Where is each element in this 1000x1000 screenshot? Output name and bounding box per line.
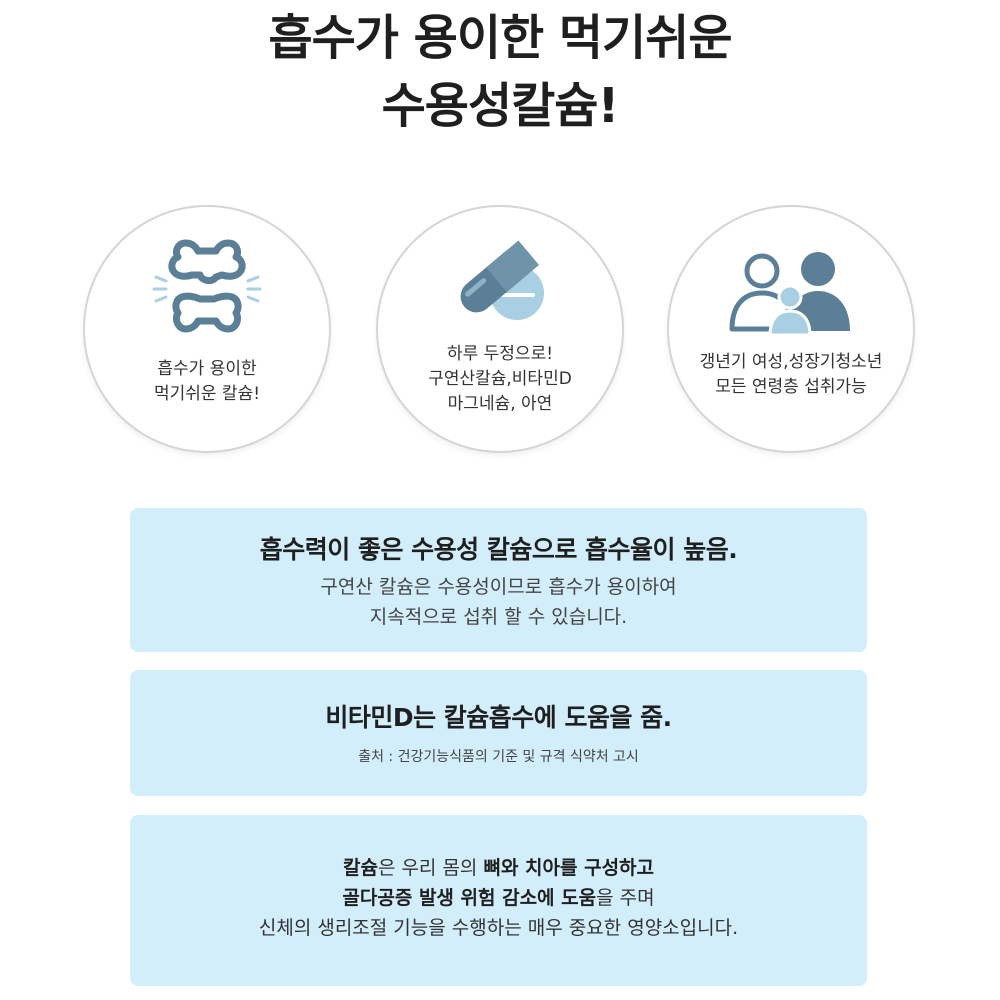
headline-line-2: 수용성칼슘! [381, 78, 620, 134]
info-box-source: 출처 : 건강기능식품의 기준 및 규격 식약처 고시 [358, 749, 639, 765]
caption-line: 마그네슘, 아연 [447, 394, 553, 414]
feature-caption-all-ages: 갱년기 여성,성장기청소년 모든 연령층 섭취가능 [669, 350, 913, 400]
info-box-line-2: 골다공증 발생 위험 감소에 도움을 주며 [130, 883, 867, 913]
caption-line: 흡수가 용이한 [157, 359, 257, 379]
feature-circle-absorption: 흡수가 용이한 먹기쉬운 칼슘! [83, 205, 331, 453]
caption-line: 먹기쉬운 칼슘! [153, 384, 261, 404]
info-box-line-1: 칼슘은 우리 몸의 뼈와 치아를 구성하고 [130, 853, 867, 883]
info-box-vitamin-d: 비타민D는 칼슘흡수에 도움을 줌. 출처 : 건강기능식품의 기준 및 규격 … [130, 670, 867, 796]
info-box-text: 지속적으로 섭취 할 수 있습니다. [369, 606, 628, 628]
feature-circle-dosage: 하루 두정으로! 구연산칼슘,비타민D 마그네슘, 아연 [376, 205, 624, 453]
bold-text: 뼈와 치아를 구성하고 [483, 857, 655, 879]
feature-circle-all-ages: 갱년기 여성,성장기청소년 모든 연령층 섭취가능 [667, 205, 915, 453]
caption-line: 하루 두정으로! [446, 344, 554, 364]
headline: 흡수가 용이한 먹기쉬운 수용성칼슘! [0, 0, 1000, 140]
info-box-title: 비타민D는 칼슘흡수에 도움을 줌. [325, 703, 672, 732]
caption-line: 갱년기 여성,성장기청소년 [699, 352, 883, 372]
feature-caption-absorption: 흡수가 용이한 먹기쉬운 칼슘! [85, 357, 329, 407]
info-box-title: 흡수력이 좋은 수용성 칼슘으로 흡수율이 높음. [259, 535, 738, 564]
info-box-line-3: 신체의 생리조절 기능을 수행하는 매우 중요한 영양소입니다. [258, 917, 739, 939]
feature-circles: 흡수가 용이한 먹기쉬운 칼슘! 하루 두정으로! 구연산칼슘,비타민D [0, 205, 1000, 460]
plain-text: 은 우리 몸의 [377, 857, 484, 879]
feature-caption-dosage: 하루 두정으로! 구연산칼슘,비타민D 마그네슘, 아연 [378, 342, 622, 417]
bold-text: 골다공증 발생 위험 감소에 도움 [342, 887, 597, 909]
info-box-water-soluble: 흡수력이 좋은 수용성 칼슘으로 흡수율이 높음. 구연산 칼슘은 수용성이므로… [130, 508, 867, 652]
info-box-calcium-role: 칼슘은 우리 몸의 뼈와 치아를 구성하고 골다공증 발생 위험 감소에 도움을… [130, 815, 867, 986]
bold-text: 칼슘 [342, 857, 378, 879]
family-people-icon [726, 249, 856, 343]
caption-line: 모든 연령층 섭취가능 [715, 377, 867, 397]
caption-line: 구연산칼슘,비타민D [428, 369, 572, 389]
pill-capsule-icon [445, 237, 555, 331]
plain-text: 을 주며 [596, 887, 655, 909]
info-box-text: 구연산 칼슘은 수용성이므로 흡수가 용이하여 [320, 576, 677, 598]
joint-bone-icon [152, 237, 262, 341]
headline-line-1: 흡수가 용이한 먹기쉬운 [268, 10, 732, 66]
